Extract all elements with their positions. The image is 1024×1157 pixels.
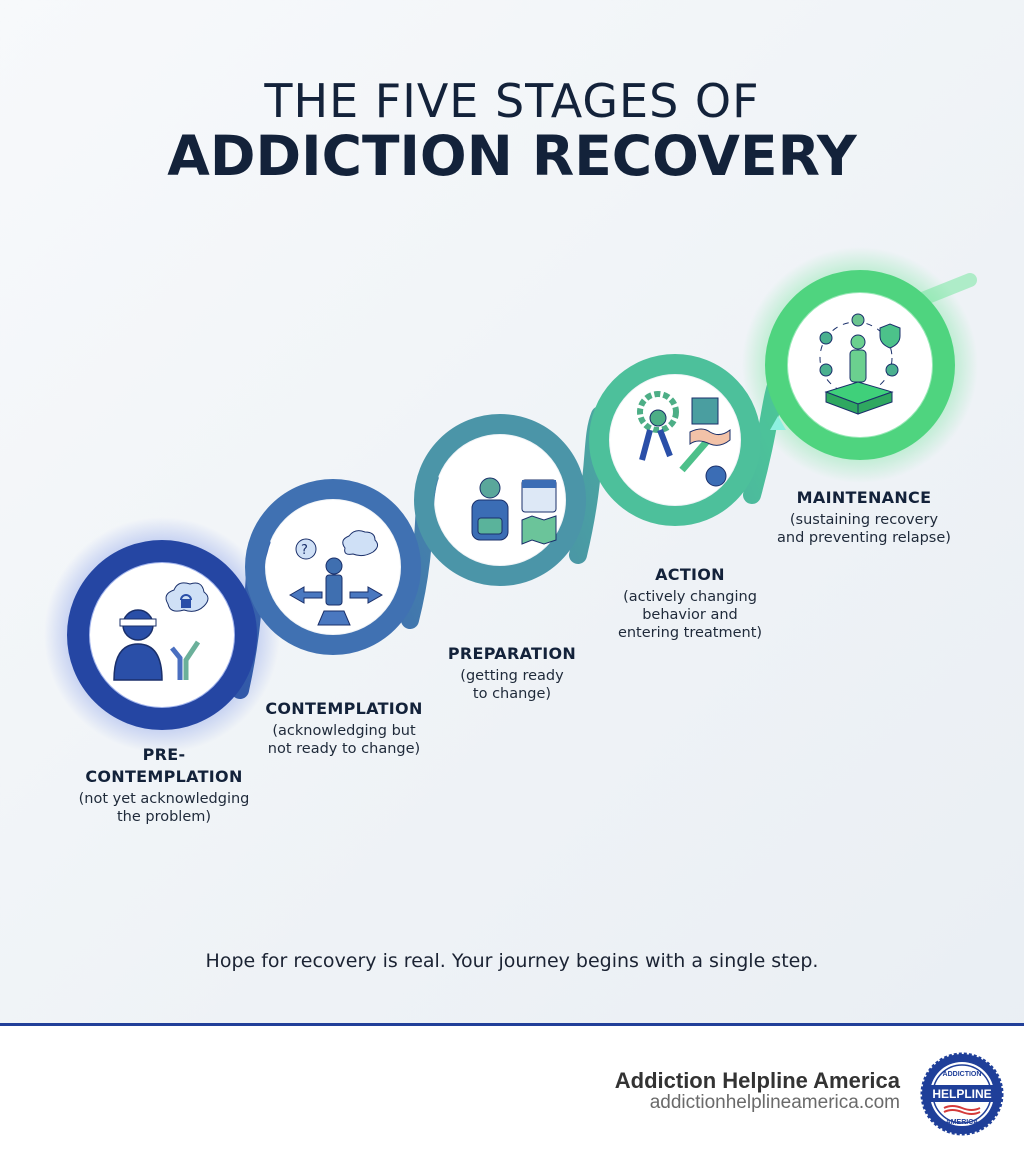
title-line-1: THE FIVE STAGES OF [264,74,760,128]
journey-path: ? [44,247,978,753]
stage-label-maintenance: MAINTENANCE (sustaining recovery and pre… [777,488,951,546]
svg-text:ADDICTION: ADDICTION [943,1071,982,1078]
stage-label-action: ACTION (actively changing behavior and e… [617,565,763,641]
blindfolded-person-icon [113,582,209,681]
walking-handshake-gear-icon [637,391,731,487]
stage-ring-2 [245,479,421,655]
stage-label-preparation: PREPARATION (getting ready to change) [447,644,577,702]
stage-ring-1 [67,540,257,730]
brand-url[interactable]: addictionhelplineamerica.com [649,1092,900,1113]
svg-text:?: ? [301,543,308,558]
tagline: Hope for recovery is real. Your journey … [205,950,819,972]
support-circle-icon [819,313,901,415]
svg-text:HELPLINE: HELPLINE [932,1087,991,1101]
backpack-calendar-map-icon [471,477,557,545]
helpline-logo-icon: HELPLINE ADDICTION AMERICA [920,1052,1004,1136]
stage-ring-3 [414,414,586,586]
footer: Addiction Helpline America addictionhelp… [0,1023,1024,1157]
person-crossroads-icon: ? [288,530,384,626]
svg-text:AMERICA: AMERICA [946,1119,979,1126]
brand-name: Addiction Helpline America [614,1068,900,1093]
title-line-2: ADDICTION RECOVERY [167,124,857,188]
stage-ring-5 [765,270,955,460]
stage-label-precontemplation: PRE- CONTEMPLATION (not yet acknowledgin… [78,745,250,825]
stage-label-contemplation: CONTEMPLATION (acknowledging but not rea… [265,699,423,757]
stage-ring-4 [589,354,761,526]
